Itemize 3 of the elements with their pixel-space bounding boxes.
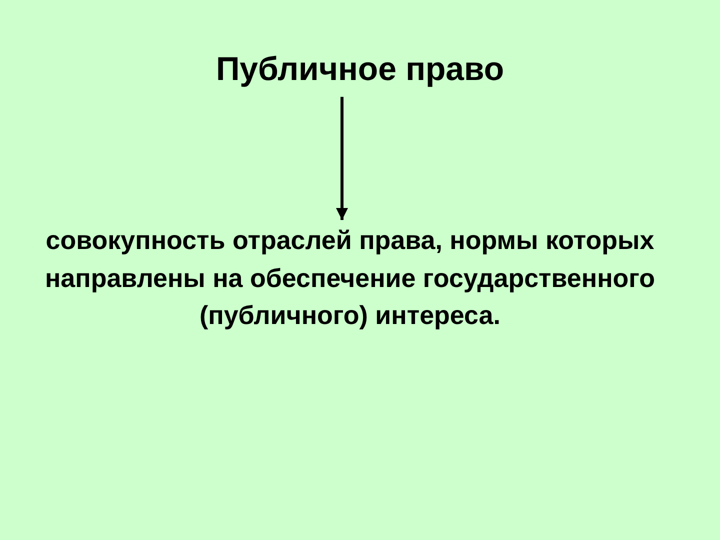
arrow <box>336 96 348 220</box>
definition-text: совокупность отраслей права, нормы которых направлены на обеспечение государственного (публичного) интереса. <box>25 222 675 336</box>
title-text: Публичное право <box>110 45 610 93</box>
